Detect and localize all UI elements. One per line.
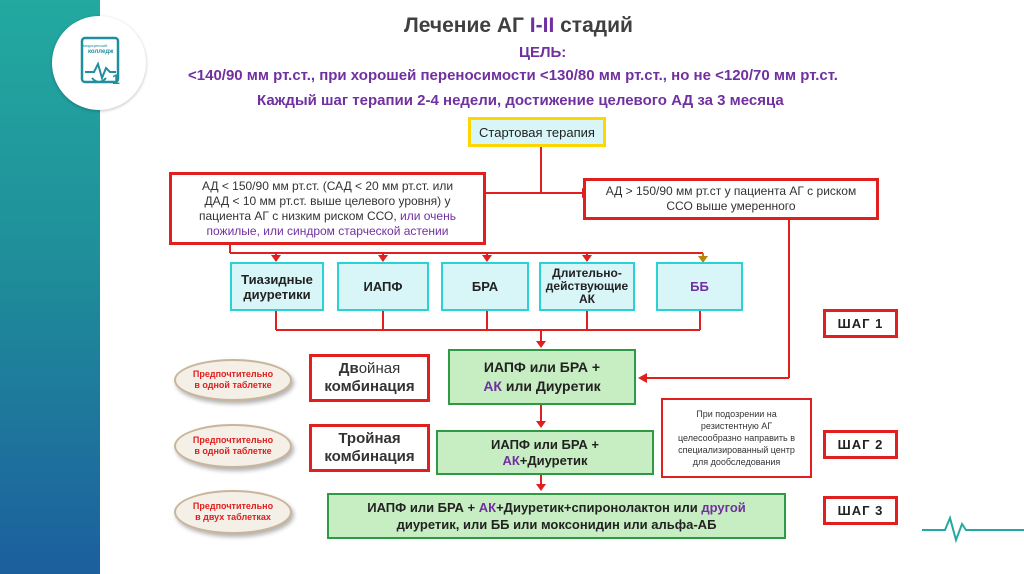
logo-text-2: колледж (88, 49, 114, 55)
dual-line-1b: ойная (358, 360, 401, 377)
triple-line-2: комбинация (324, 448, 415, 465)
combo-four-line-1: ИАПФ или БРА + АК+Диуретик+спиронолактон… (367, 499, 746, 516)
drug-box-ak: Длительно- действующие АК (539, 262, 635, 311)
drug-ak-line-1: Длительно- (552, 266, 622, 280)
combo-dual-rest: или Диуретик (501, 378, 601, 394)
combo-triple-box: ИАПФ или БРА + АК+Диуретик (436, 430, 654, 475)
resistant-line-1: При подозрении на (696, 409, 777, 419)
dual-line-2: комбинация (324, 378, 415, 395)
combo-four-line-2: диуретик, или ББ или моксонидин или альф… (396, 517, 717, 532)
resistant-line-3: целесообразно направить в (677, 433, 796, 443)
drug-thiazide-line-1: Тиазидные (241, 271, 313, 287)
dual-line-1a: Дв (338, 360, 359, 377)
oval-2-line-1: Предпочтительно (192, 435, 274, 445)
step-1-text: ШАГ 1 (837, 316, 884, 331)
title-stage: I-II (529, 14, 555, 37)
title-part-1: Лечение АГ (404, 14, 530, 37)
low-risk-line-1: АД < 150/90 мм рт.ст. (САД < 20 мм рт.ст… (201, 178, 454, 193)
step-note: Каждый шаг терапии 2-4 недели, достижени… (257, 92, 784, 109)
combo-dual-ak: АК (483, 378, 502, 394)
resistant-line-5: для дообследования (692, 457, 781, 467)
low-risk-line-3b: или очень (400, 208, 456, 223)
resistant-referral-box: При подозрении на резистентную АГ целесо… (661, 398, 812, 478)
step-2-label: ШАГ 2 (823, 430, 898, 459)
high-risk-line-1: АД > 150/90 мм рт.ст у пациента АГ с рис… (605, 184, 857, 198)
low-risk-line-4: пожилые, или синдром старческой астении (206, 223, 449, 238)
step-1-label: ШАГ 1 (823, 309, 898, 338)
drug-box-bra: БРА (441, 262, 529, 311)
low-risk-line-3a: пациента АГ с низким риском ССО, (198, 208, 401, 223)
drug-ak-line-2: действующие (545, 279, 629, 293)
logo-emblem-icon (80, 36, 120, 84)
step-3-label: ШАГ 3 (823, 496, 898, 525)
oval-1-line-2: в одной таблетке (194, 380, 272, 390)
step-3-text: ШАГ 3 (837, 503, 884, 518)
low-risk-line-2: ДАД < 10 мм рт.ст. выше целевого уровня)… (204, 193, 451, 208)
combo-four-other: другой (701, 500, 746, 515)
low-risk-box: АД < 150/90 мм рт.ст. (САД < 20 мм рт.ст… (169, 172, 486, 245)
resistant-line-2: резистентную АГ (700, 421, 773, 431)
combo-triple-line-1: ИАПФ или БРА + (491, 436, 599, 452)
combo-triple-ak: АК (502, 452, 520, 468)
title-part-3: стадий (554, 14, 633, 37)
oval-3-line-1: Предпочтительно (192, 501, 274, 511)
dual-line-1: Двойная (339, 360, 400, 378)
high-risk-box: АД > 150/90 мм рт.ст у пациента АГ с рис… (583, 178, 879, 220)
oval-1-line-1: Предпочтительно (192, 369, 274, 379)
triple-combination-label: Тройная комбинация (309, 424, 430, 472)
step-2-text: ШАГ 2 (837, 437, 884, 452)
combo-dual-line-2: АК или Диуретик (483, 377, 600, 396)
combo-four-1a: ИАПФ или БРА + (367, 500, 479, 515)
start-therapy-label: Стартовая терапия (479, 124, 595, 140)
start-therapy-box: Стартовая терапия (468, 117, 606, 147)
combo-four-box: ИАПФ или БРА + АК+Диуретик+спиронолактон… (327, 493, 786, 539)
drug-ak-line-3: АК (579, 292, 595, 306)
drug-iapf-label: ИАПФ (363, 279, 403, 294)
drug-box-thiazide: Тиазидные диуретики (230, 262, 324, 311)
drug-box-bb: ББ (656, 262, 743, 311)
resistant-line-4: специализированный центр (678, 445, 795, 455)
combo-triple-rest: +Диуретик (519, 452, 588, 468)
oval-2-line-2: в одной таблетке (194, 446, 272, 456)
combo-dual-box: ИАПФ или БРА + АК или Диуретик (448, 349, 636, 405)
drug-box-iapf: ИАПФ (337, 262, 429, 311)
dual-combination-label: Двойная комбинация (309, 354, 430, 402)
goal-text: <140/90 мм рт.ст., при хорошей переносим… (188, 67, 838, 84)
logo-number: 1 (112, 71, 120, 87)
drug-thiazide-line-2: диуретики (243, 286, 311, 302)
oval-3-line-2: в двух таблетках (195, 512, 271, 522)
high-risk-line-2: ССО выше умеренного (666, 199, 796, 213)
combo-four-1c: +Диуретик+спиронолактон или (496, 500, 702, 515)
drug-bra-label: БРА (471, 279, 499, 294)
drug-bb-label: ББ (690, 279, 709, 294)
combo-triple-line-2: АК+Диуретик (502, 453, 587, 469)
logo-text-1: медицинский (83, 43, 108, 48)
low-risk-line-3: пациента АГ с низким риском ССО, или оче… (199, 209, 456, 224)
page-title: Лечение АГ I-II стадий (404, 14, 633, 38)
combo-four-ak: АК (478, 500, 497, 515)
combo-dual-line-1: ИАПФ или БРА + (483, 359, 601, 375)
goal-label: ЦЕЛЬ: (519, 44, 567, 61)
triple-line-1: Тройная (338, 430, 401, 447)
college-logo: медицинский колледж 1 (52, 16, 146, 110)
